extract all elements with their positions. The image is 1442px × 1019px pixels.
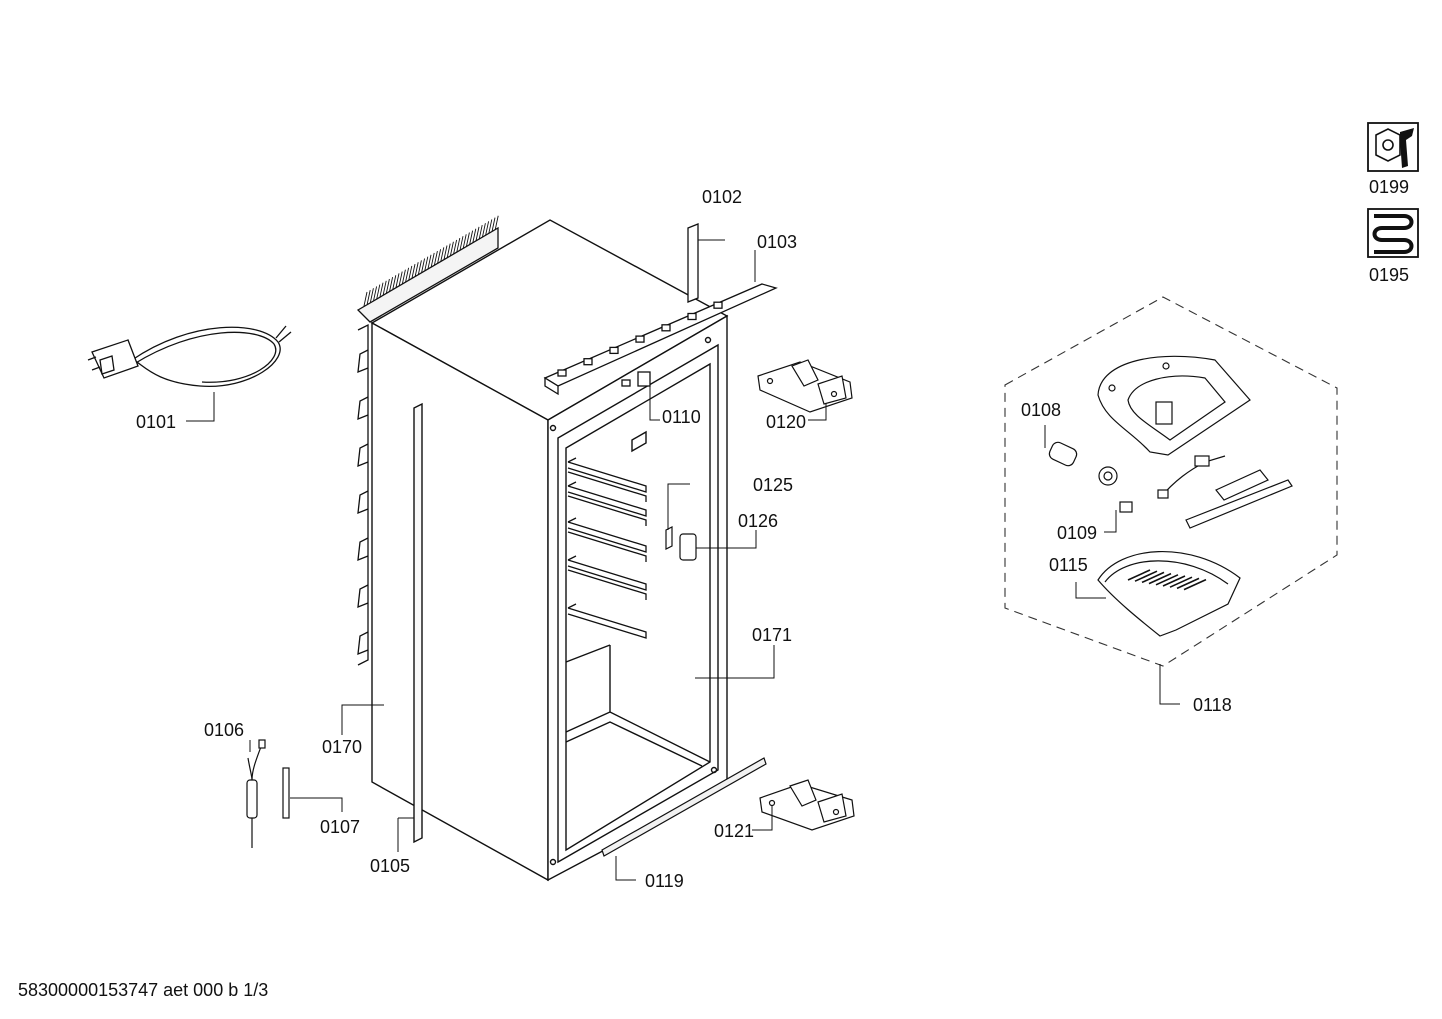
hinge-upper-illustration (757, 359, 853, 413)
label-0120: 0120 (766, 412, 806, 432)
cabinet-illustration (370, 219, 729, 882)
label-0171: 0171 (752, 625, 792, 645)
part-labels: 0101 0102 0103 0110 0120 0125 0126 0171 … (136, 177, 1409, 891)
label-0119: 0119 (645, 871, 684, 891)
small-parts-illustration (665, 526, 697, 561)
light-unit-group (1004, 296, 1338, 667)
label-0121: 0121 (714, 821, 754, 841)
sensor-illustration (246, 739, 290, 848)
bottom-strip-illustration (601, 757, 767, 857)
label-0101: 0101 (136, 412, 176, 432)
label-0195: 0195 (1369, 265, 1409, 285)
condenser-illustration (356, 215, 499, 666)
label-0125: 0125 (753, 475, 793, 495)
label-0118: 0118 (1193, 695, 1232, 715)
label-0102: 0102 (702, 187, 742, 207)
label-0106: 0106 (204, 720, 244, 740)
hinge-lower-illustration (759, 779, 855, 831)
label-0109: 0109 (1057, 523, 1097, 543)
label-0115: 0115 (1049, 555, 1088, 575)
document-id: 58300000153747 aet 000 b 1/3 (18, 980, 269, 1000)
power-cord-illustration (87, 325, 292, 387)
label-0170: 0170 (322, 737, 362, 757)
label-0199: 0199 (1369, 177, 1409, 197)
label-0105: 0105 (370, 856, 410, 876)
label-0107: 0107 (320, 817, 360, 837)
shelf-rails (567, 457, 647, 639)
heating-coil-icon (1367, 208, 1419, 258)
top-bracket-illustration (543, 223, 778, 396)
leader-lines (186, 239, 1180, 881)
label-0108: 0108 (1021, 400, 1061, 420)
label-0110: 0110 (662, 407, 701, 427)
wrench-nut-icon (1367, 122, 1419, 172)
label-0126: 0126 (738, 511, 778, 531)
label-0103: 0103 (757, 232, 797, 252)
